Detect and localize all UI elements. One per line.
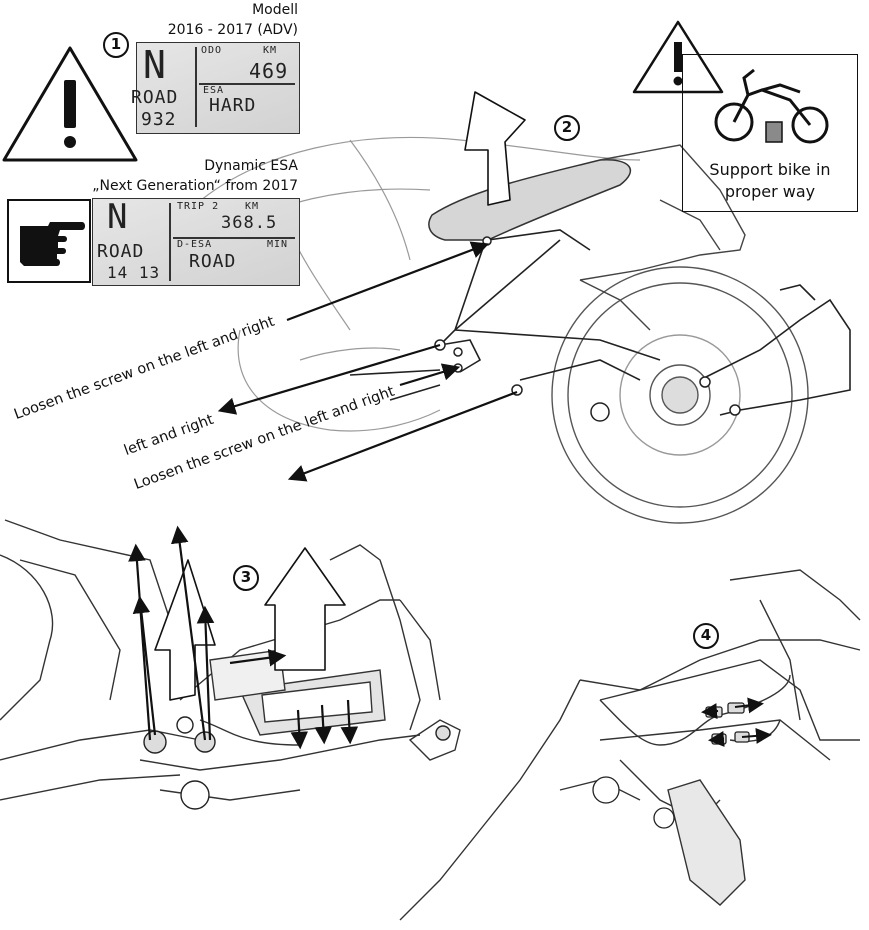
callout-arrows	[217, 241, 518, 482]
step-number-4: 4	[700, 626, 712, 644]
odo-label: ODO	[201, 45, 223, 56]
esa-label: ESA	[203, 85, 225, 96]
riding-mode: ROAD	[97, 241, 145, 262]
step-number-2: 2	[561, 118, 573, 136]
km-label: KM	[245, 201, 260, 212]
pointing-hand-icon	[7, 199, 91, 283]
dashboard-display-new: N ROAD 14 13 TRIP 2 KM 368.5 D-ESA MIN R…	[92, 197, 300, 286]
panel3-thin-arrows	[128, 525, 359, 750]
esa-value: HARD	[209, 95, 257, 116]
km-label: KM	[263, 45, 278, 56]
rear-wheel	[551, 266, 809, 524]
support-bike-sticker: Support bike in proper way	[682, 54, 858, 212]
step-number-3: 3	[240, 568, 252, 586]
under-seat-detail	[0, 519, 461, 801]
step-number-1: 1	[110, 35, 122, 53]
dashboard-display-old: N ROAD 932 ODO KM 469 ESA HARD	[131, 42, 300, 134]
model-label-line2: 2016 - 2017 (ADV)	[167, 22, 298, 38]
subframe	[349, 229, 851, 416]
lift-up-arrow	[464, 91, 526, 206]
trip-value: 469	[249, 59, 289, 83]
trip-value: 368.5	[221, 213, 278, 233]
gear-indicator: N	[143, 43, 167, 87]
warning-triangle-icon-large	[2, 46, 138, 162]
sticker-text-line2: proper way	[724, 182, 816, 201]
riding-mode: ROAD	[131, 87, 179, 108]
sticker-warning-triangle-icon	[632, 20, 724, 94]
step-circles	[103, 32, 719, 649]
trip-label: TRIP 2	[177, 201, 220, 212]
panel4-arrows	[701, 697, 772, 747]
desa-label: D-ESA	[177, 239, 213, 250]
esa-label-line2: „Next Generation“ from 2017	[92, 178, 298, 194]
connector-plugs	[592, 702, 750, 829]
panel3-up-arrows	[154, 547, 346, 701]
sticker-text-line1: Support bike in	[709, 160, 831, 179]
seat	[428, 159, 632, 241]
connector-detail	[399, 569, 861, 921]
bike-on-stand-icon	[714, 68, 829, 144]
desa-value: ROAD	[189, 251, 237, 272]
odometer-value: 932	[141, 109, 177, 130]
rear-bodywork	[579, 144, 746, 331]
clock-value: 14 13	[107, 263, 161, 282]
model-label-line1: Modell	[252, 2, 298, 18]
min-label: MIN	[267, 239, 289, 250]
esa-label-line1: Dynamic ESA	[204, 158, 298, 174]
gear-indicator: N	[107, 197, 129, 237]
